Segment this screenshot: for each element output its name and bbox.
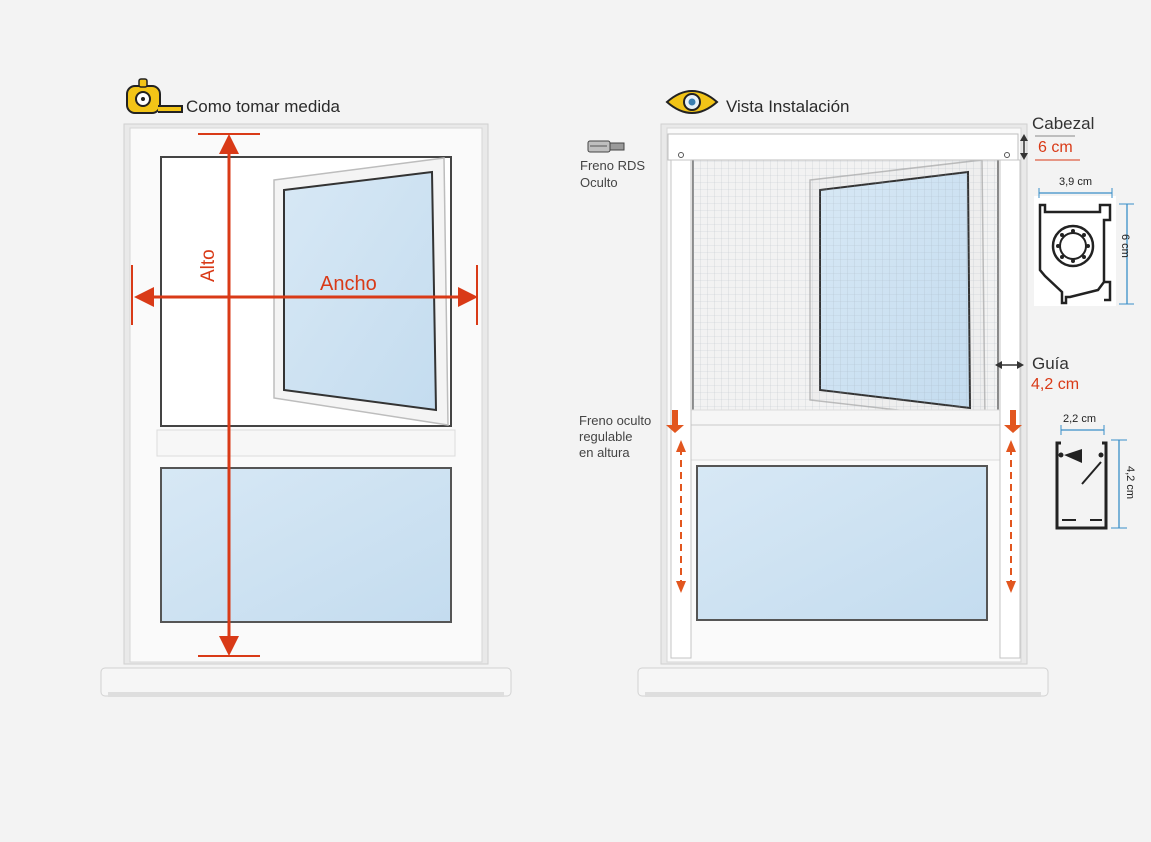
left-window: [100, 123, 512, 697]
freno-oculto-label-1: Freno oculto: [579, 413, 652, 428]
tape-measure-icon: [126, 78, 183, 114]
freno-rds-label-1: Freno RDS: [580, 158, 646, 173]
cabezal-value: 6 cm: [1038, 139, 1073, 156]
measure-ancho: [131, 265, 478, 325]
left-panel-title: Como tomar medida: [186, 97, 341, 116]
open-sash: [273, 157, 449, 426]
guia-dim-arrow: [995, 361, 1024, 369]
eye-icon: [665, 90, 719, 114]
freno-rds-icon: [587, 140, 625, 153]
cabezal-profile-diagram: [1034, 188, 1134, 306]
guia-value: 4,2 cm: [1031, 376, 1080, 393]
cabezal-profile-height: 6 cm: [1119, 234, 1131, 258]
freno-oculto-arrows: [666, 410, 1022, 593]
cabezal-profile-width: 3,9 cm: [1059, 176, 1093, 188]
guide-rails: [670, 159, 1021, 659]
guia-label: Guía: [1032, 354, 1069, 373]
right-panel-title: Vista Instalación: [726, 97, 850, 116]
freno-oculto-label-2: regulable: [579, 429, 633, 444]
cabezal-dim-arrow: [1020, 134, 1080, 161]
cabezal-label: Cabezal: [1032, 114, 1095, 133]
guia-profile-height: 4,2 cm: [1124, 466, 1136, 500]
guia-profile-diagram: [1055, 425, 1127, 530]
freno-oculto-label-3: en altura: [579, 445, 630, 460]
label-ancho: Ancho: [320, 273, 377, 295]
guia-profile-width: 2,2 cm: [1063, 413, 1097, 425]
right-window: [637, 123, 1049, 697]
measure-alto: [198, 133, 260, 657]
cabezal-box: [667, 133, 1019, 161]
freno-rds-label-2: Oculto: [580, 175, 618, 190]
label-alto: Alto: [198, 249, 219, 282]
